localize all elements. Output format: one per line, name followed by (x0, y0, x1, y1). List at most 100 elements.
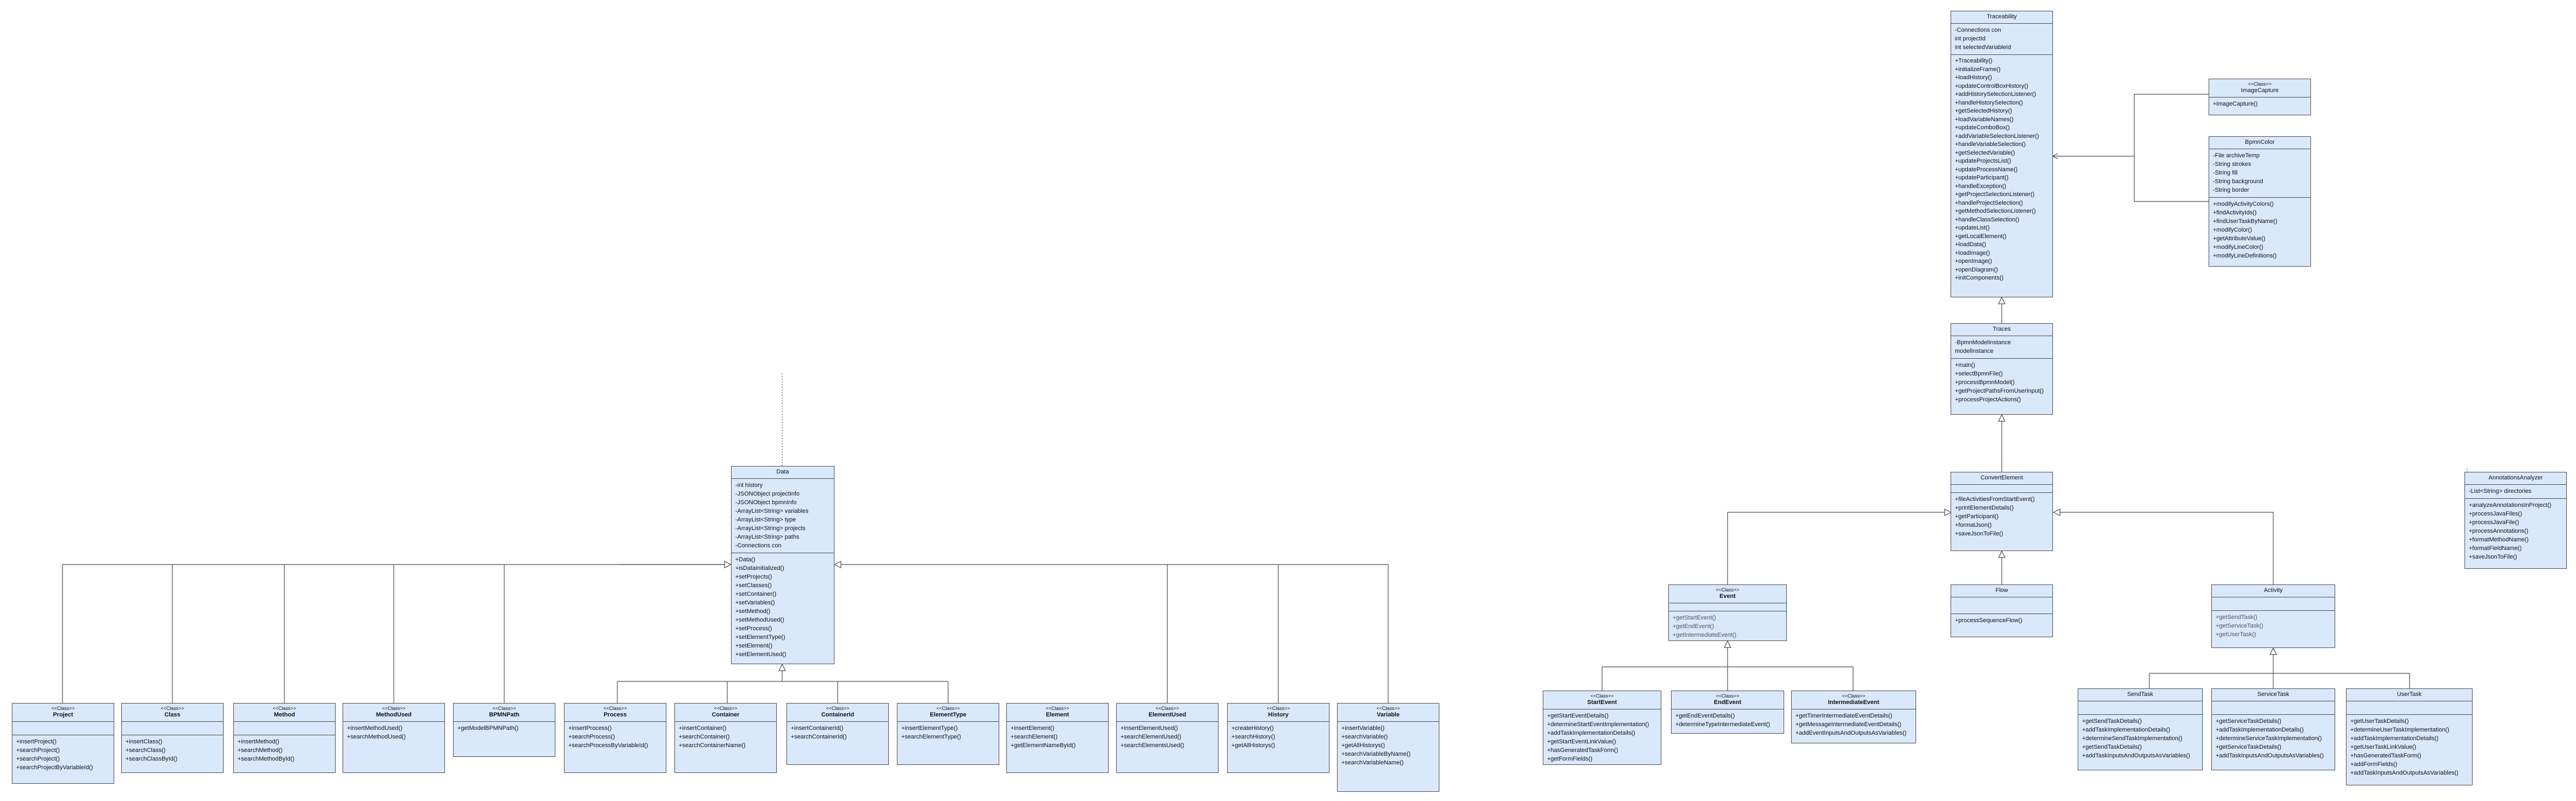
class-imagecapture[interactable]: <<Class>>ImageCapture +imageCapture() (2209, 79, 2311, 115)
field: modelInstance (1955, 348, 1994, 354)
methods-section: +getModelBPMNPath() (454, 722, 555, 735)
class-name: Traces (1993, 326, 2011, 332)
methods-section: +insertClass() +searchClass() +searchCla… (122, 735, 223, 766)
method: +searchMethodUsed() (347, 734, 406, 740)
class-containerid[interactable]: <<Class>>ContainerId +insertContainerId(… (786, 703, 889, 765)
method: +getLocalElement() (1955, 233, 2007, 240)
method: +handleClassSelection() (1955, 216, 2020, 223)
method: +processSequenceFlow() (1955, 617, 2023, 624)
method: +determineStartEventImplementation() (1547, 721, 1649, 728)
method: +insertVariable() (1341, 725, 1385, 732)
methods-section: +modifyActivityColors() +findActivityIds… (2209, 197, 2310, 263)
class-servicetask[interactable]: ServiceTask +getServiceTaskDetails() +ad… (2211, 688, 2335, 770)
method: +modifyLineDefinitions() (2213, 253, 2277, 259)
class-name: ServiceTask (2257, 691, 2289, 698)
method: +setElementType() (735, 634, 785, 640)
class-process[interactable]: <<Class>>Process +insertProcess() +searc… (564, 703, 666, 773)
stereotype: <<Class>> (826, 706, 850, 711)
method: +setVariables() (735, 600, 775, 606)
method: +addHistorySelectionListener() (1955, 91, 2036, 97)
method: +setProcess() (735, 625, 772, 632)
field: int projectId (1955, 36, 1986, 42)
fields-section (2347, 701, 2472, 714)
method: +getMethodSelectionListener() (1955, 208, 2036, 214)
field: -String background (2213, 178, 2263, 185)
method: +insertProcess() (568, 725, 612, 732)
stereotype: <<Class>> (161, 706, 184, 711)
stereotype: <<Class>> (1842, 693, 1865, 699)
methods-section: +fileActivitiesFromStartEvent() +printEl… (1951, 492, 2052, 541)
class-bpmncolor[interactable]: BpmnColor -File archiveTemp -String stro… (2209, 136, 2311, 267)
fields-section (234, 722, 335, 735)
method: +searchProcessByVariableId() (568, 742, 649, 749)
methods-section: +insertContainerId() +searchContainerId(… (787, 722, 888, 744)
class-startevent[interactable]: <<Class>>StartEvent +getStartEventDetail… (1543, 691, 1661, 765)
class-container[interactable]: <<Class>>Container +insertContainer() +s… (674, 703, 777, 773)
method: +processAnnotations() (2469, 528, 2529, 534)
class-name: Container (712, 712, 740, 718)
field: -Connections con (735, 542, 782, 549)
method: +determineServiceTaskImplementation() (2216, 735, 2322, 742)
class-name: IntermediateEvent (1828, 699, 1879, 706)
class-flow[interactable]: Flow +processSequenceFlow() (1951, 584, 2053, 637)
field: -BpmnModelInstance (1955, 339, 2011, 346)
class-elementtype[interactable]: <<Class>>ElementType +insertElementType(… (897, 703, 999, 765)
methods-section: +Traceability() +initializeFrame() +load… (1951, 54, 2052, 285)
fields-section (12, 722, 114, 735)
method: +addTaskImplementationDetails() (2216, 727, 2304, 733)
class-name: ElementType (930, 712, 966, 718)
method: +getModelBPMNPath() (457, 725, 519, 732)
methods-section: +getServiceTaskDetails() +addTaskImpleme… (2212, 714, 2335, 763)
method: +searchProject() (16, 756, 60, 762)
class-event[interactable]: <<Class>>Event +getStartEvent() +getEndE… (1668, 584, 1787, 641)
method: +searchContainerId() (791, 734, 847, 740)
class-endevent[interactable]: <<Class>>EndEvent +getEndEventDetails() … (1671, 691, 1784, 734)
method: +setContainer() (735, 591, 777, 597)
class-name: Event (1719, 593, 1736, 600)
class-traceability[interactable]: Traceability -Connections con int projec… (1951, 11, 2053, 297)
class-method[interactable]: <<Class>>Method +insertMethod() +searchM… (233, 703, 336, 773)
method: +getIntermediateEvent() (1673, 632, 1737, 638)
class-name: SendTask (2127, 691, 2154, 698)
class-annotationsanalyzer[interactable]: AnnotationsAnalyzer -List<String> direct… (2464, 472, 2567, 569)
class-usertask[interactable]: UserTask +getUserTaskDetails() +determin… (2346, 688, 2473, 785)
class-name: BPMNPath (489, 712, 520, 718)
methods-section: +getSendTask() +getServiceTask() +getUse… (2212, 610, 2335, 642)
class-bpmnpath[interactable]: <<Class>>BPMNPath +getModelBPMNPath() (453, 703, 555, 757)
stereotype: <<Class>> (1376, 706, 1400, 711)
class-project[interactable]: <<Class>>Project +insertProject() +searc… (12, 703, 114, 784)
class-intermediateevent[interactable]: <<Class>>IntermediateEvent +getTimerInte… (1791, 691, 1916, 743)
class-name: EndEvent (1714, 699, 1742, 706)
method: +addTaskInputsAndOutputsAsVariables() (2350, 770, 2459, 776)
class-traces[interactable]: Traces -BpmnModelInstance modelInstance … (1951, 323, 2053, 415)
class-elementused[interactable]: <<Class>>ElementUsed +insertElementUsed(… (1116, 703, 1219, 773)
method: +addVariableSelectionListener() (1955, 133, 2039, 140)
method: +searchVariableName() (1341, 760, 1404, 766)
method: +insertElementUsed() (1120, 725, 1178, 732)
method: +modifyLineColor() (2213, 244, 2264, 250)
class-element[interactable]: <<Class>>Element +insertElement() +searc… (1006, 703, 1109, 773)
method: +loadImage() (1955, 249, 1990, 256)
class-name: ContainerId (821, 712, 854, 718)
method: +hasGeneratedTaskForm() (2350, 753, 2421, 759)
method: +searchElement() (1011, 734, 1058, 740)
method: +initializeFrame() (1955, 66, 2001, 73)
methods-section: +getUserTaskDetails() +determineUserTask… (2347, 714, 2472, 780)
class-sendtask[interactable]: SendTask +getSendTaskDetails() +addTaskI… (2078, 688, 2203, 770)
method: +getMessageIntermediateEventDetails() (1795, 721, 1902, 728)
class-history[interactable]: <<Class>>History +createHistory() +searc… (1227, 703, 1329, 773)
class-convertelement[interactable]: ConvertElement +fileActivitiesFromStartE… (1951, 472, 2053, 551)
class-methodused[interactable]: <<Class>>MethodUsed +insertMethodUsed() … (343, 703, 445, 773)
class-class[interactable]: <<Class>>Class +insertClass() +searchCla… (121, 703, 224, 773)
class-data[interactable]: Data -int history -JSONObject projectInf… (731, 466, 834, 664)
stereotype: <<Class>> (2248, 81, 2272, 87)
method: +updateProjectsList() (1955, 158, 2011, 164)
method: +getSendTaskDetails() (2082, 744, 2142, 750)
field: -ArrayList<String> paths (735, 534, 799, 540)
class-name: UserTask (2397, 691, 2422, 698)
class-activity[interactable]: Activity +getSendTask() +getServiceTask(… (2211, 584, 2335, 648)
method: +formatFieldName() (2469, 545, 2522, 552)
method: +findUserTaskByName() (2213, 218, 2278, 225)
method: +analyzeAnnotationsInProject() (2469, 502, 2552, 509)
class-variable[interactable]: <<Class>>Variable +insertVariable() +sea… (1337, 703, 1439, 792)
